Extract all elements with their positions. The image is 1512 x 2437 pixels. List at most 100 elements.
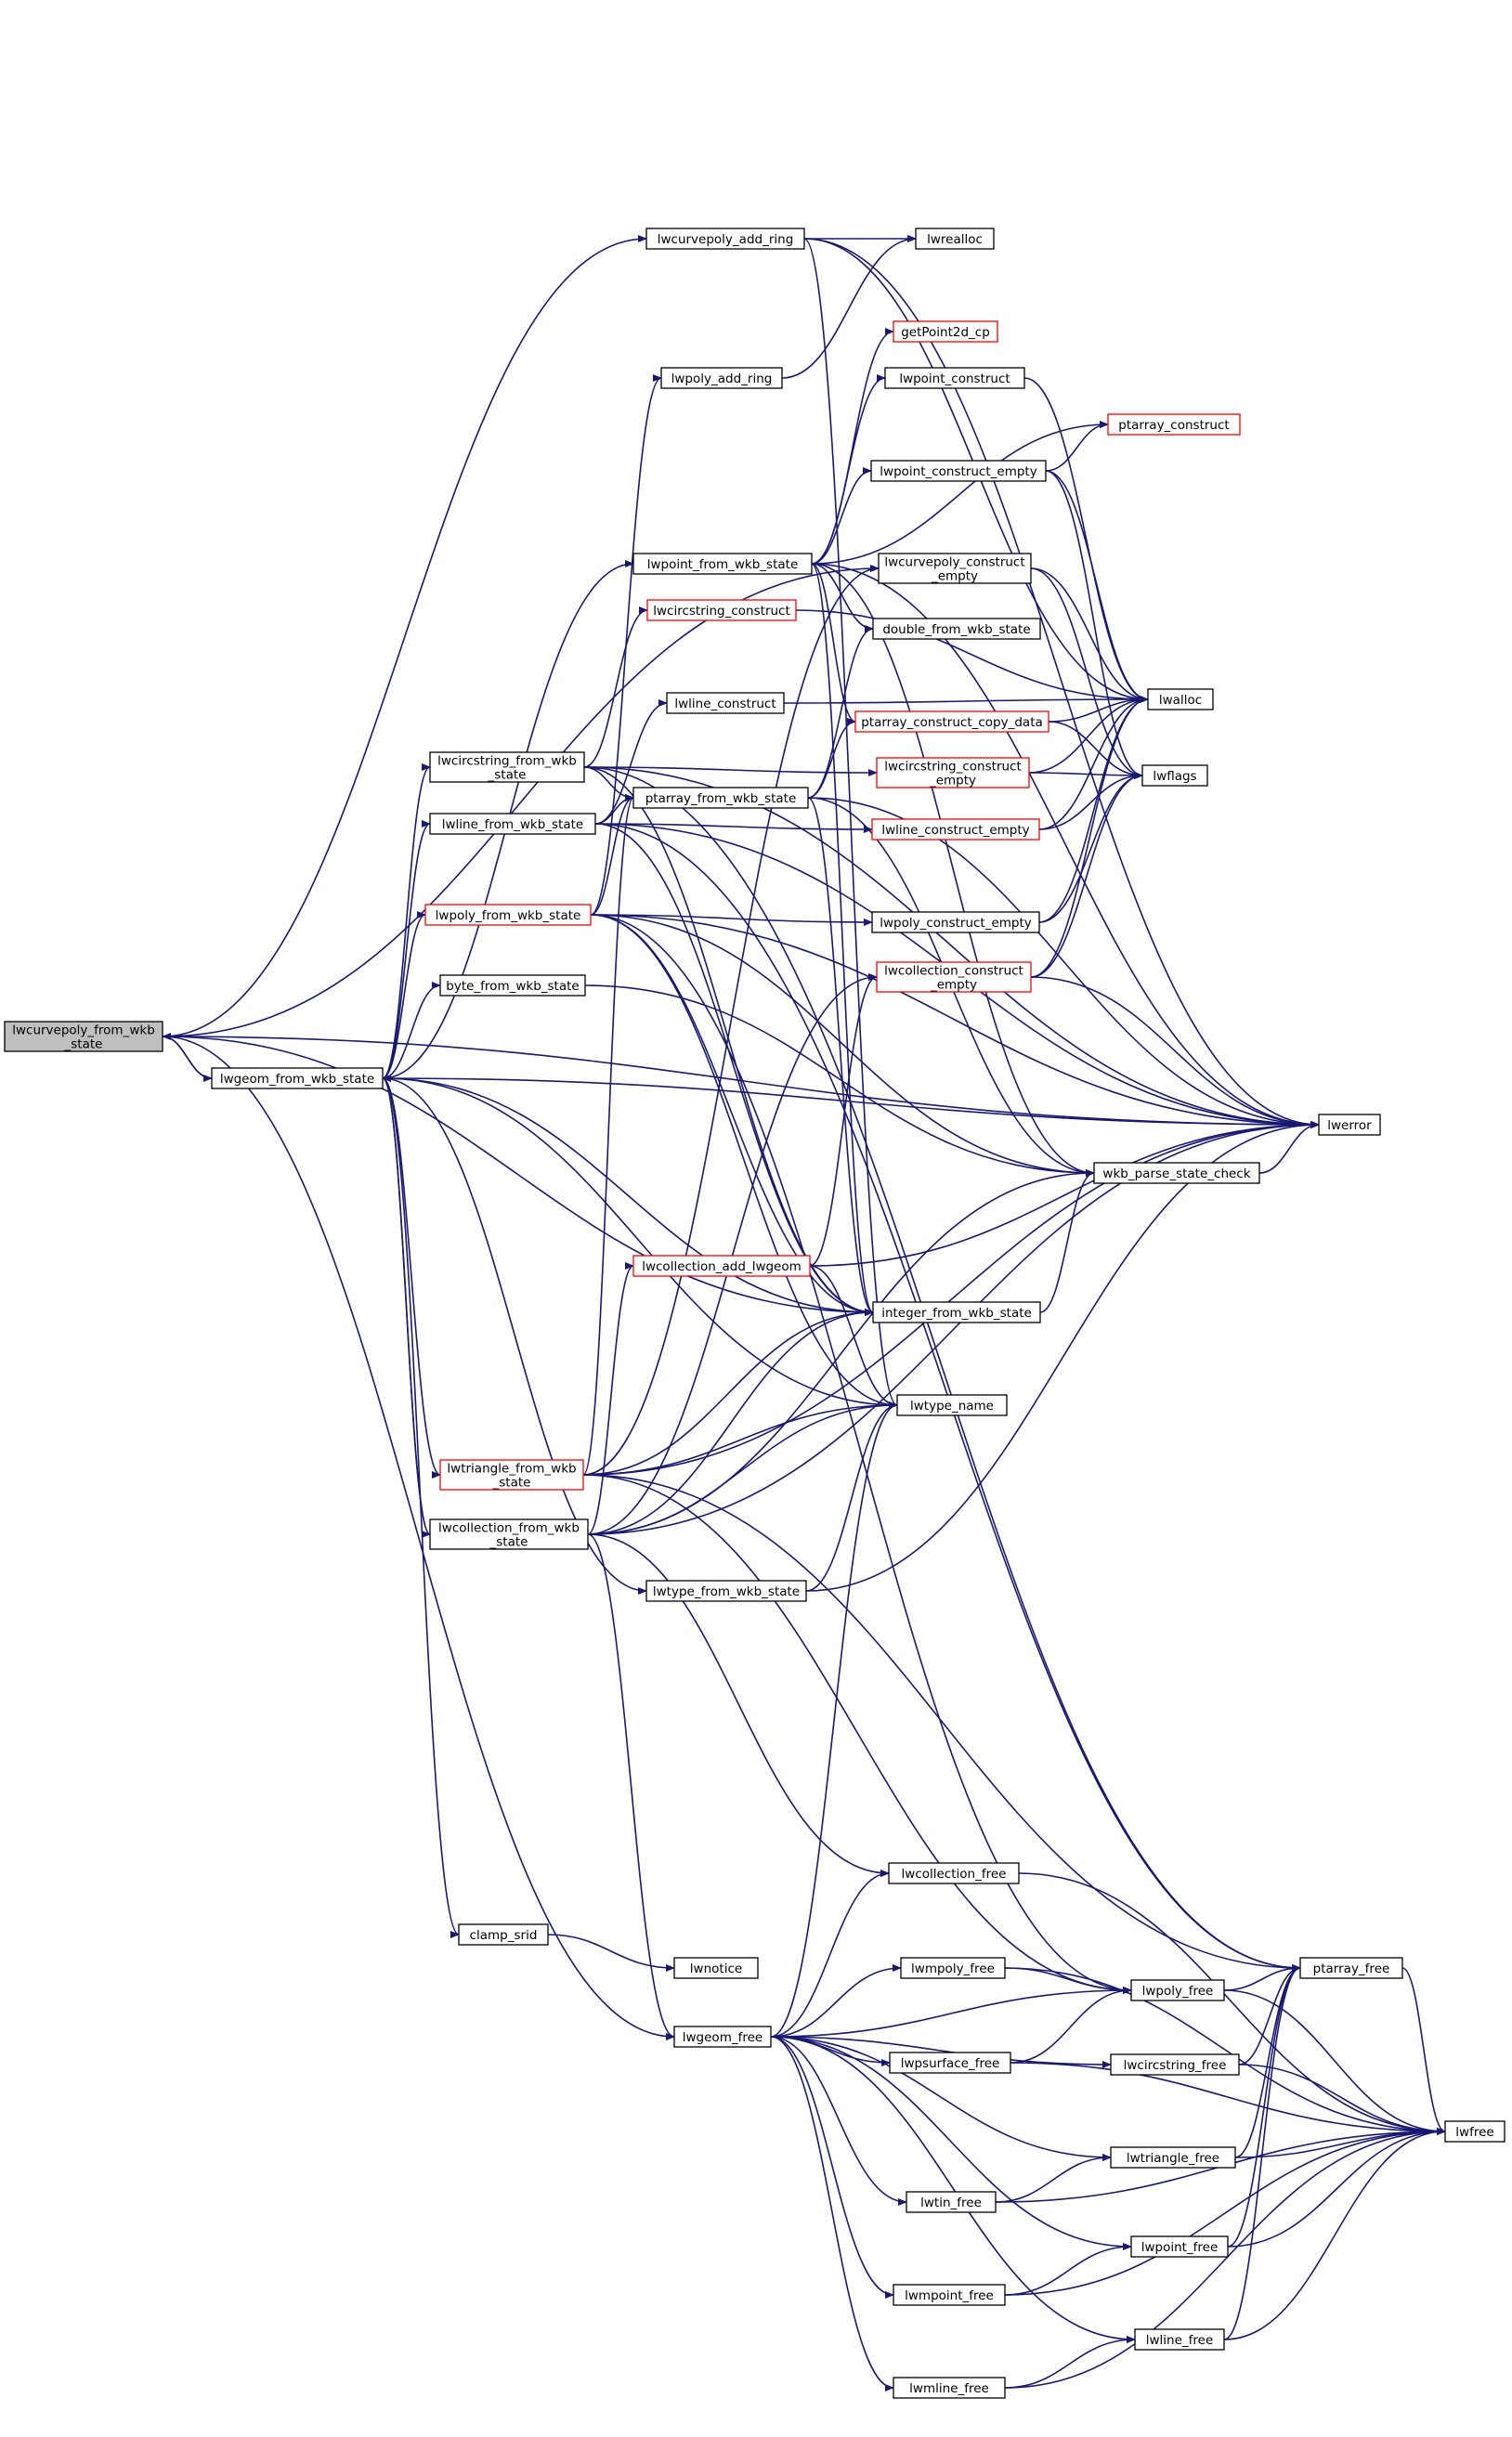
- node-box-lwtin-free[interactable]: [906, 2191, 997, 2213]
- node-lwalloc[interactable]: lwalloc: [1147, 688, 1214, 710]
- node-box-lwtype-name[interactable]: [896, 1394, 1008, 1416]
- node-box-ptarray-construct-copy-data[interactable]: [854, 710, 1049, 733]
- node-integer-from-wkb-state[interactable]: integer_from_wkb_state: [872, 1301, 1041, 1323]
- node-box-lwline-construct-empty[interactable]: [871, 818, 1040, 841]
- node-byte-from-wkb-state[interactable]: byte_from_wkb_state: [439, 974, 586, 997]
- node-ptarray-construct-copy-data[interactable]: ptarray_construct_copy_data: [854, 710, 1049, 733]
- node-box-lwpoint-from-wkb-state[interactable]: [632, 553, 813, 575]
- node-lwtype-from-wkb-state[interactable]: lwtype_from_wkb_state: [645, 1580, 807, 1602]
- node-lwpoly-add-ring[interactable]: lwpoly_add_ring: [660, 367, 783, 389]
- node-box-lwtriangle-from-wkb-state[interactable]: [439, 1459, 584, 1491]
- node-box-byte-from-wkb-state[interactable]: [439, 974, 586, 997]
- node-lwtriangle-free[interactable]: lwtriangle_free: [1110, 2146, 1236, 2169]
- node-lwtype-name[interactable]: lwtype_name: [896, 1394, 1008, 1416]
- node-lwpoint-construct-empty[interactable]: lwpoint_construct_empty: [870, 460, 1047, 482]
- node-lwpoly-free[interactable]: lwpoly_free: [1130, 1979, 1225, 2001]
- node-lwpoly-from-wkb-state[interactable]: lwpoly_from_wkb_state: [424, 904, 592, 926]
- node-ptarray-free[interactable]: ptarray_free: [1299, 1957, 1403, 1979]
- node-box-lwcurvepoly-construct-empty[interactable]: [878, 553, 1032, 584]
- node-box-lwcollection-free[interactable]: [888, 1862, 1020, 1884]
- node-box-clamp-srid[interactable]: [458, 1923, 549, 1946]
- node-lwerror[interactable]: lwerror: [1318, 1114, 1381, 1136]
- node-lwtin-free[interactable]: lwtin_free: [906, 2191, 997, 2213]
- node-clamp-srid[interactable]: clamp_srid: [458, 1923, 549, 1946]
- node-box-lwpoly-from-wkb-state[interactable]: [424, 904, 592, 926]
- node-box-lwpoly-free[interactable]: [1130, 1979, 1225, 2001]
- node-lwcollection-from-wkb-state[interactable]: lwcollection_from_wkb_state: [429, 1518, 589, 1550]
- node-lwcircstring-construct-empty[interactable]: lwcircstring_construct_empty: [876, 757, 1030, 788]
- node-box-lwmline-free[interactable]: [893, 2377, 1006, 2399]
- node-lwtriangle-from-wkb-state[interactable]: lwtriangle_from_wkb_state: [439, 1459, 584, 1491]
- node-box-lwtriangle-free[interactable]: [1110, 2146, 1236, 2169]
- node-lwcircstring-free[interactable]: lwcircstring_free: [1110, 2053, 1240, 2076]
- node-box-lwcircstring-free[interactable]: [1110, 2053, 1240, 2076]
- node-lwcollection-add-lwgeom[interactable]: lwcollection_add_lwgeom: [632, 1255, 811, 1277]
- node-box-getPoint2d-cp[interactable]: [893, 320, 998, 343]
- node-box-lwcurvepoly-from-wkb-state[interactable]: [4, 1021, 163, 1052]
- node-box-lwcircstring-construct-empty[interactable]: [876, 757, 1030, 788]
- node-box-lwpsurface-free[interactable]: [889, 2052, 1011, 2074]
- node-lwmpoly-free[interactable]: lwmpoly_free: [900, 1957, 1006, 1979]
- node-lwline-construct[interactable]: lwline_construct: [666, 692, 785, 714]
- node-box-ptarray-free[interactable]: [1299, 1957, 1403, 1979]
- node-box-lwcircstring-construct[interactable]: [646, 599, 797, 621]
- node-lwnotice[interactable]: lwnotice: [673, 1957, 759, 1979]
- node-lwline-free[interactable]: lwline_free: [1134, 2328, 1225, 2351]
- node-box-lwcollection-add-lwgeom[interactable]: [632, 1255, 811, 1277]
- node-lwmpoint-free[interactable]: lwmpoint_free: [893, 2284, 1006, 2306]
- node-box-ptarray-from-wkb-state[interactable]: [632, 787, 809, 809]
- node-box-double-from-wkb-state[interactable]: [872, 618, 1041, 640]
- node-lwflags[interactable]: lwflags: [1141, 764, 1208, 787]
- node-box-lwcollection-construct-empty[interactable]: [876, 961, 1032, 993]
- node-box-lwfree[interactable]: [1444, 2120, 1505, 2143]
- node-lwpoly-construct-empty[interactable]: lwpoly_construct_empty: [871, 911, 1040, 933]
- node-lwline-construct-empty[interactable]: lwline_construct_empty: [871, 818, 1040, 841]
- node-lwcurvepoly-add-ring[interactable]: lwcurvepoly_add_ring: [645, 228, 805, 250]
- node-lwline-from-wkb-state[interactable]: lwline_from_wkb_state: [429, 813, 596, 835]
- node-lwfree[interactable]: lwfree: [1444, 2120, 1505, 2143]
- node-box-lwmpoint-free[interactable]: [893, 2284, 1006, 2306]
- node-lwmline-free[interactable]: lwmline_free: [893, 2377, 1006, 2399]
- node-wkb-parse-state-check[interactable]: wkb_parse_state_check: [1093, 1162, 1260, 1184]
- node-box-ptarray-construct[interactable]: [1107, 413, 1241, 436]
- node-lwcollection-free[interactable]: lwcollection_free: [888, 1862, 1020, 1884]
- node-lwgeom-from-wkb-state[interactable]: lwgeom_from_wkb_state: [211, 1067, 384, 1089]
- node-box-lwline-from-wkb-state[interactable]: [429, 813, 596, 835]
- node-box-lwgeom-from-wkb-state[interactable]: [211, 1067, 384, 1089]
- node-box-lwmpoly-free[interactable]: [900, 1957, 1006, 1979]
- node-double-from-wkb-state[interactable]: double_from_wkb_state: [872, 618, 1041, 640]
- node-lwcollection-construct-empty[interactable]: lwcollection_construct_empty: [876, 961, 1032, 993]
- node-box-lwgeom-free[interactable]: [673, 2026, 772, 2048]
- node-lwpsurface-free[interactable]: lwpsurface_free: [889, 2052, 1011, 2074]
- node-lwgeom-free[interactable]: lwgeom_free: [673, 2026, 772, 2048]
- node-box-lwpoint-construct[interactable]: [884, 367, 1025, 389]
- node-lwpoint-construct[interactable]: lwpoint_construct: [884, 367, 1025, 389]
- node-lwpoint-free[interactable]: lwpoint_free: [1130, 2235, 1229, 2258]
- node-ptarray-construct[interactable]: ptarray_construct: [1107, 413, 1241, 436]
- node-box-lwflags[interactable]: [1141, 764, 1208, 787]
- node-box-lwerror[interactable]: [1318, 1114, 1381, 1136]
- node-box-lwcurvepoly-add-ring[interactable]: [645, 228, 805, 250]
- node-lwcurvepoly-construct-empty[interactable]: lwcurvepoly_construct_empty: [878, 553, 1032, 584]
- node-box-lwcircstring-from-wkb-state[interactable]: [429, 751, 585, 783]
- node-ptarray-from-wkb-state[interactable]: ptarray_from_wkb_state: [632, 787, 809, 809]
- node-lwrealloc[interactable]: lwrealloc: [915, 228, 995, 250]
- node-box-lwalloc[interactable]: [1147, 688, 1214, 710]
- node-box-lwline-free[interactable]: [1134, 2328, 1225, 2351]
- node-box-lwpoly-add-ring[interactable]: [660, 367, 783, 389]
- node-box-lwpoint-free[interactable]: [1130, 2235, 1229, 2258]
- node-box-integer-from-wkb-state[interactable]: [872, 1301, 1041, 1323]
- node-lwpoint-from-wkb-state[interactable]: lwpoint_from_wkb_state: [632, 553, 813, 575]
- node-lwcircstring-construct[interactable]: lwcircstring_construct: [646, 599, 797, 621]
- node-getPoint2d-cp[interactable]: getPoint2d_cp: [893, 320, 998, 343]
- node-box-lwline-construct[interactable]: [666, 692, 785, 714]
- node-box-wkb-parse-state-check[interactable]: [1093, 1162, 1260, 1184]
- node-box-lwnotice[interactable]: [673, 1957, 759, 1979]
- node-box-lwpoly-construct-empty[interactable]: [871, 911, 1040, 933]
- node-box-lwpoint-construct-empty[interactable]: [870, 460, 1047, 482]
- node-lwcircstring-from-wkb-state[interactable]: lwcircstring_from_wkb_state: [429, 751, 585, 783]
- node-lwcurvepoly-from-wkb-state[interactable]: lwcurvepoly_from_wkb_state: [4, 1021, 163, 1052]
- node-box-lwrealloc[interactable]: [915, 228, 995, 250]
- node-box-lwtype-from-wkb-state[interactable]: [645, 1580, 807, 1602]
- node-box-lwcollection-from-wkb-state[interactable]: [429, 1518, 589, 1550]
